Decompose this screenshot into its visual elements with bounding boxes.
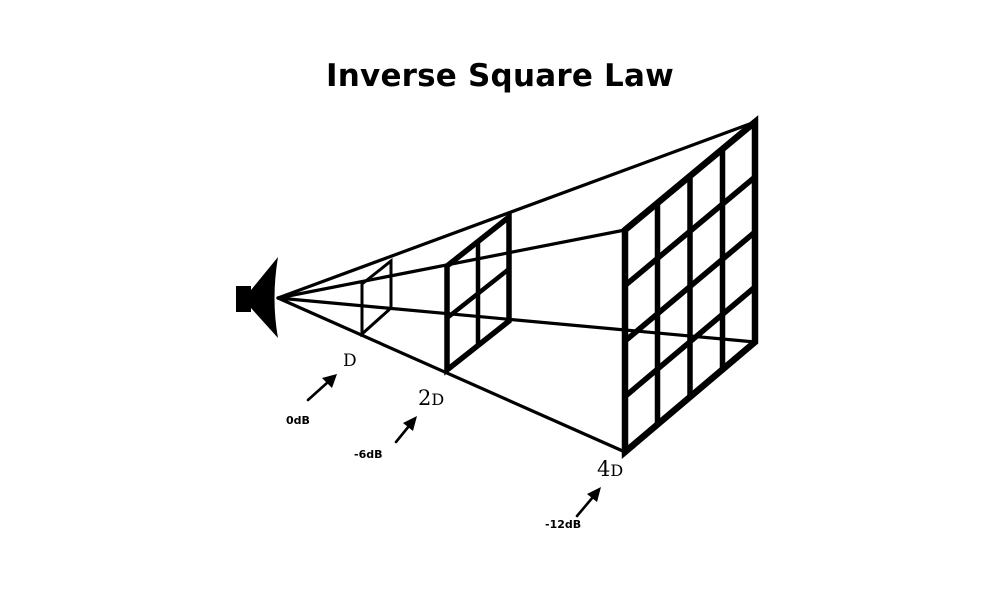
level-label-6db: -6dB bbox=[354, 448, 382, 461]
speaker-icon bbox=[236, 257, 278, 338]
distance-label-2d: 2D bbox=[418, 386, 444, 410]
grid-at-4d bbox=[621, 115, 759, 460]
level-label-0db: 0dB bbox=[286, 414, 310, 427]
arrow-icon-12db bbox=[575, 487, 601, 518]
distance-label-d: D bbox=[343, 351, 357, 371]
distance-label-4d: 4D bbox=[597, 457, 623, 481]
diagram-title: Inverse Square Law bbox=[326, 58, 674, 94]
arrow-icon-6db bbox=[394, 416, 417, 444]
level-label-12db: -12dB bbox=[545, 518, 581, 531]
square-at-d bbox=[360, 257, 393, 338]
arrow-icon-0db bbox=[306, 374, 337, 402]
grid-at-2d bbox=[444, 211, 512, 376]
